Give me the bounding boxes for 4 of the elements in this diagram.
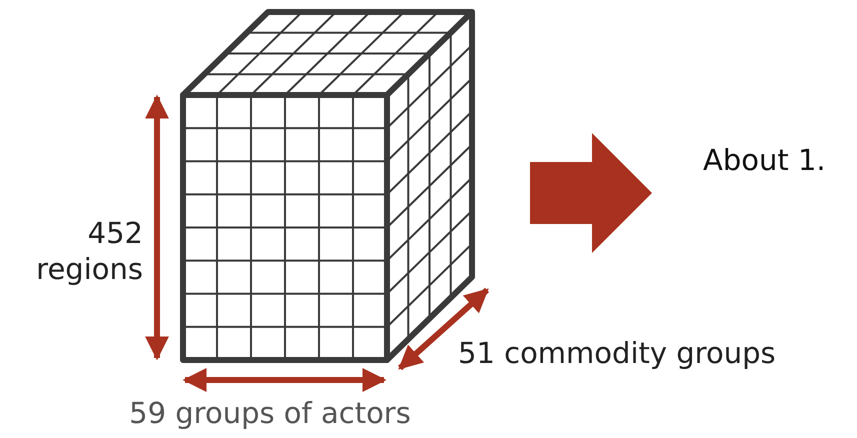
- dimension-label: 51 commodity groups: [458, 335, 777, 371]
- dimension-label: 452 regions: [35, 215, 143, 287]
- result-text: About 1.: [703, 142, 827, 178]
- dimension-label: 59 groups of actors: [128, 395, 412, 431]
